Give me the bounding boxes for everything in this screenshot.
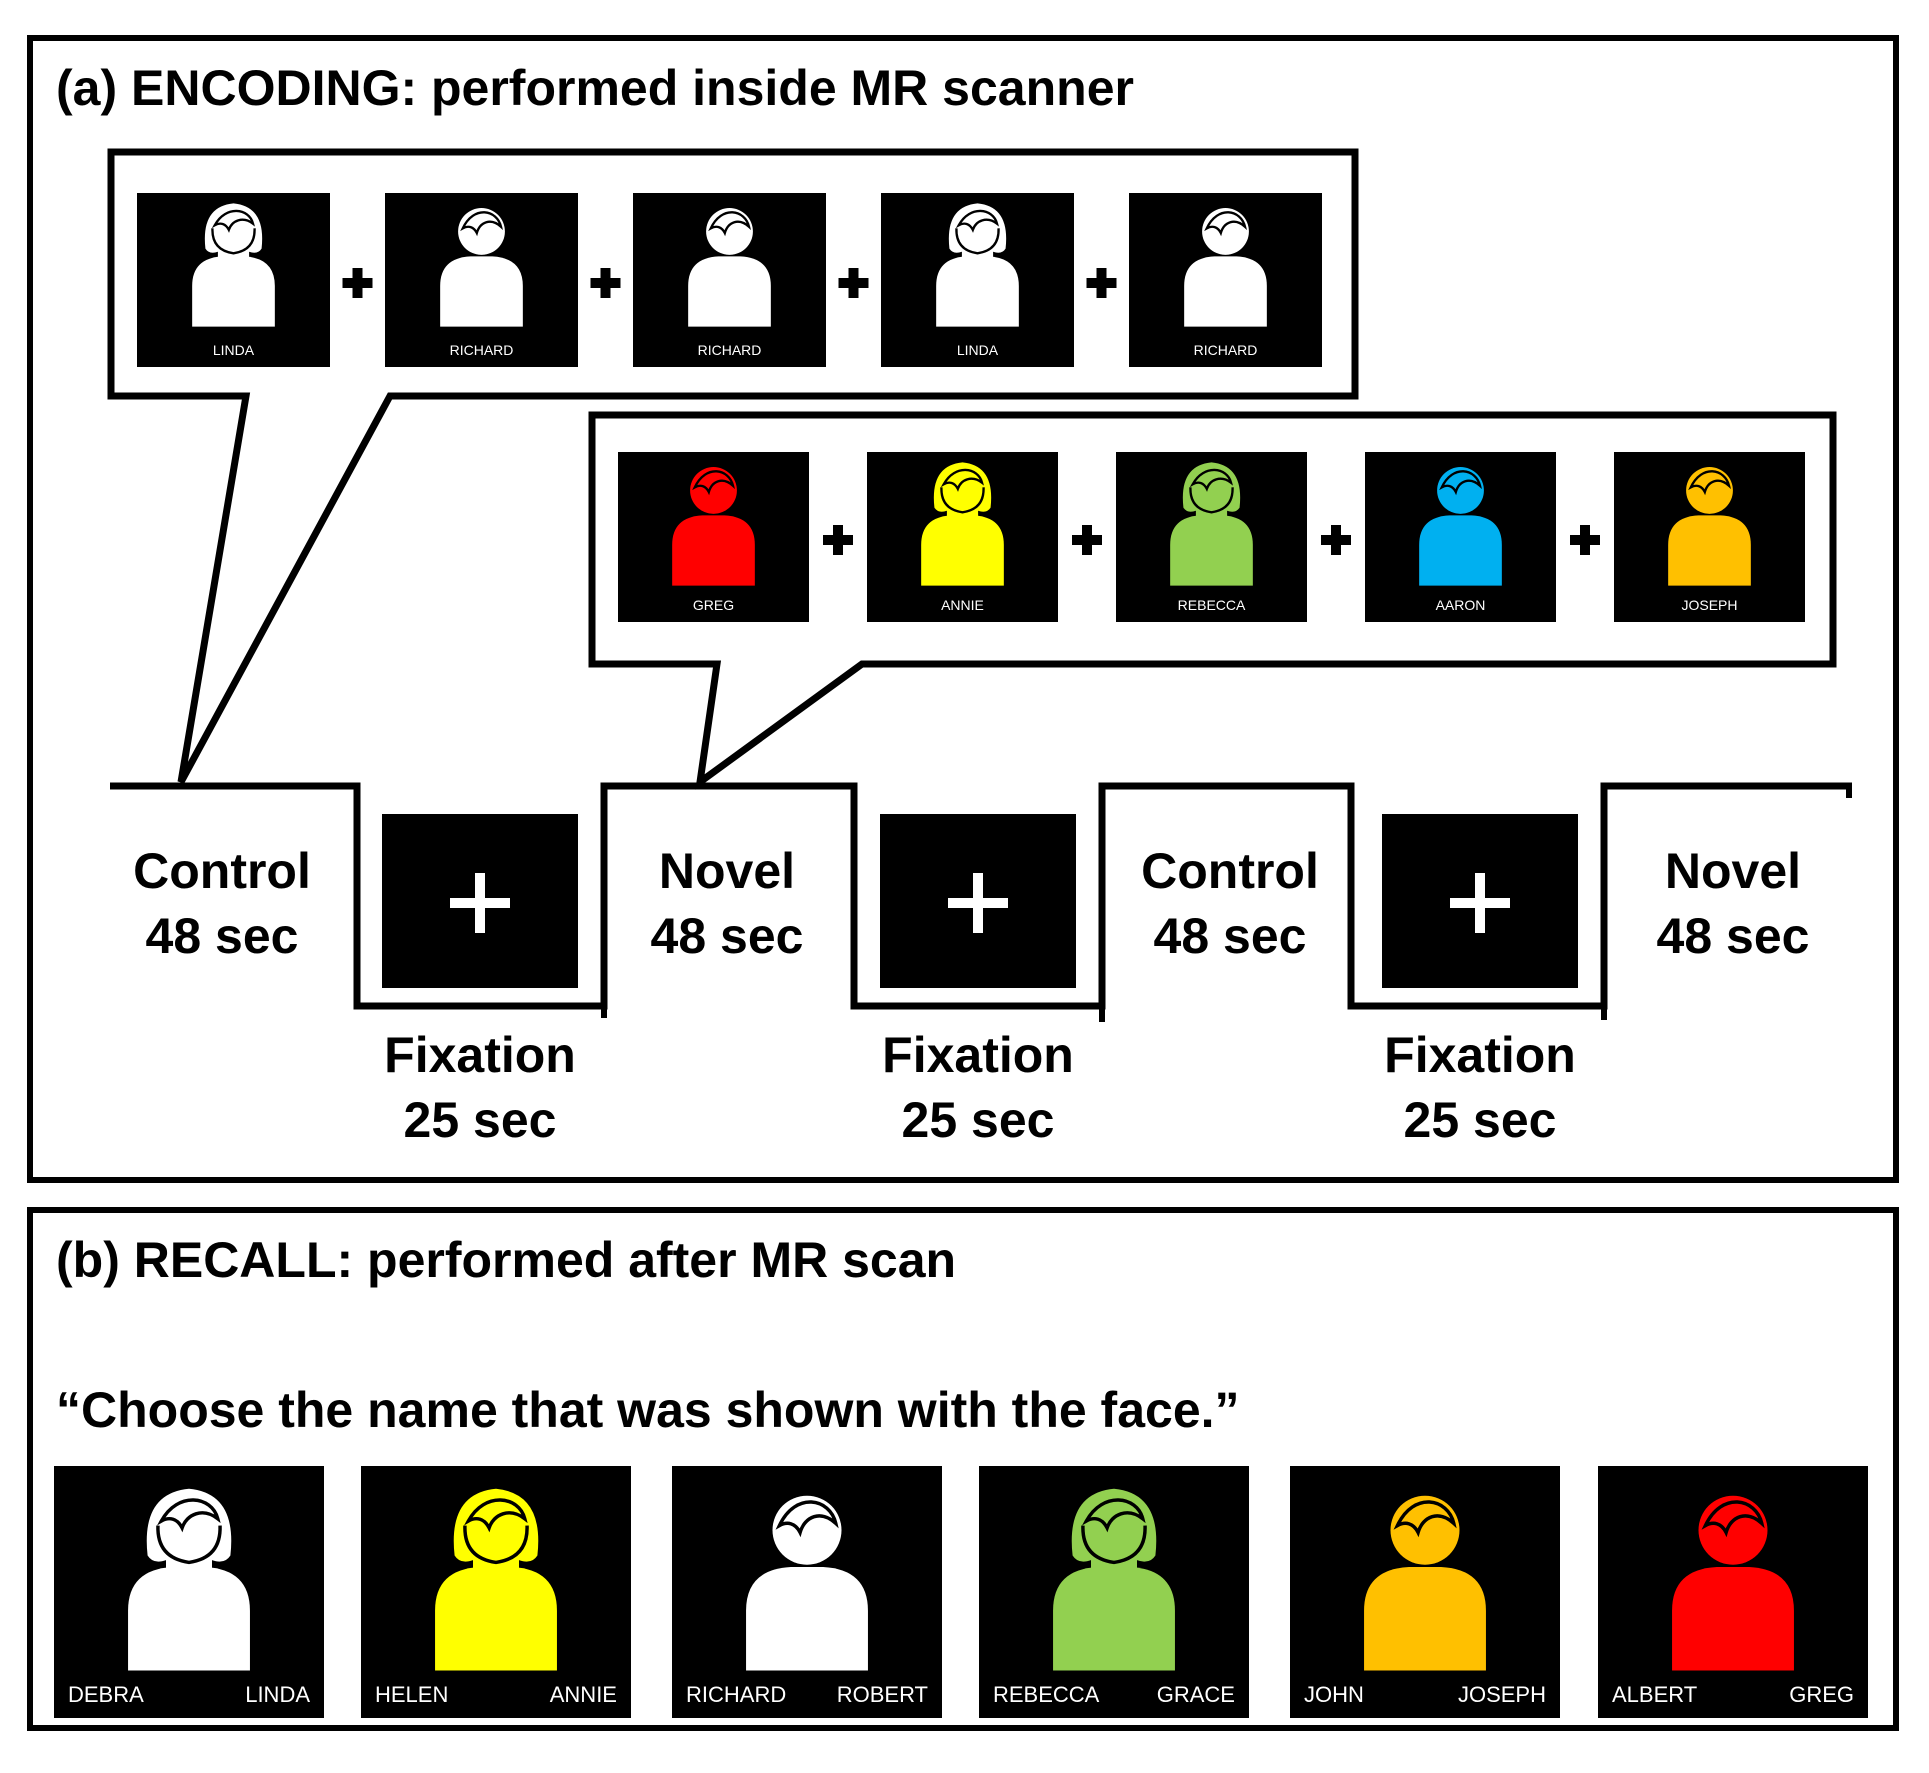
encoding-title: (a) ENCODING: performed inside MR scanne…	[56, 60, 1134, 116]
block-label: Control	[133, 843, 311, 899]
stimulus-name: REBECCA	[1178, 597, 1246, 613]
block-label: Novel	[1665, 843, 1801, 899]
stimulus-card: RICHARD	[633, 193, 826, 367]
plus-icon	[1570, 525, 1600, 555]
block-duration: 48 sec	[1154, 908, 1307, 964]
stimulus-card: GREG	[618, 452, 809, 622]
recall-card: ALBERT GREG	[1598, 1466, 1868, 1718]
block-duration: 48 sec	[146, 908, 299, 964]
name-option-left[interactable]: HELEN	[375, 1682, 448, 1707]
novel-sequence: GREG ANNIE REBECCA AARON JOSEPH	[618, 452, 1805, 622]
stimulus-name: RICHARD	[450, 342, 514, 358]
stimulus-card: RICHARD	[385, 193, 578, 367]
plus-icon	[1072, 525, 1102, 555]
plus-icon	[823, 525, 853, 555]
stimulus-card: REBECCA	[1116, 452, 1307, 622]
stimulus-name: JOSEPH	[1681, 597, 1737, 613]
block-duration: 25 sec	[404, 1092, 557, 1148]
stimulus-name: RICHARD	[698, 342, 762, 358]
block-duration: 25 sec	[902, 1092, 1055, 1148]
recall-card: JOHN JOSEPH	[1290, 1466, 1560, 1718]
name-option-left[interactable]: RICHARD	[686, 1682, 786, 1707]
stimulus-name: RICHARD	[1194, 342, 1258, 358]
plus-icon	[342, 268, 373, 298]
recall-instruction: “Choose the name that was shown with the…	[56, 1382, 1240, 1438]
fixation-cross-icon	[450, 873, 510, 933]
name-option-right[interactable]: JOSEPH	[1458, 1682, 1546, 1707]
fixation-cross-icon	[948, 873, 1008, 933]
block-timeline	[110, 782, 1852, 1010]
stimulus-card: LINDA	[137, 193, 330, 367]
recall-panel-frame	[27, 1207, 1899, 1731]
name-option-left[interactable]: REBECCA	[993, 1682, 1100, 1707]
block-label: Fixation	[1384, 1027, 1576, 1083]
block-label: Fixation	[384, 1027, 576, 1083]
stimulus-card: LINDA	[881, 193, 1074, 367]
stimulus-name: ANNIE	[941, 597, 984, 613]
recall-card: HELEN ANNIE	[361, 1466, 631, 1718]
block-label: Fixation	[882, 1027, 1074, 1083]
name-option-left[interactable]: JOHN	[1304, 1682, 1364, 1707]
fixation-screen	[382, 814, 578, 988]
stimulus-card: AARON	[1365, 452, 1556, 622]
plus-icon	[590, 268, 621, 298]
stimulus-name: LINDA	[213, 342, 255, 358]
recall-title: (b) RECALL: performed after MR scan	[56, 1232, 956, 1288]
plus-icon	[1086, 268, 1117, 298]
block-duration: 48 sec	[1657, 908, 1810, 964]
name-option-right[interactable]: GRACE	[1157, 1682, 1235, 1707]
stimulus-name: AARON	[1436, 597, 1486, 613]
recall-items: DEBRA LINDA HELEN ANNIE RICHARD ROBERT REBECCA…	[54, 1466, 1868, 1718]
name-option-left[interactable]: ALBERT	[1612, 1682, 1697, 1707]
stimulus-card: ANNIE	[867, 452, 1058, 622]
name-option-right[interactable]: ROBERT	[837, 1682, 928, 1707]
plus-icon	[1321, 525, 1351, 555]
recall-card: REBECCA GRACE	[979, 1466, 1249, 1718]
plus-icon	[838, 268, 869, 298]
block-duration: 25 sec	[1404, 1092, 1557, 1148]
fixation-screen	[880, 814, 1076, 988]
fixation-screen	[1382, 814, 1578, 988]
block-label: Novel	[659, 843, 795, 899]
fixation-cross-icon	[1450, 873, 1510, 933]
encoding-panel-frame	[27, 35, 1899, 1183]
name-option-right[interactable]: GREG	[1789, 1682, 1854, 1707]
recall-card: RICHARD ROBERT	[672, 1466, 942, 1718]
stimulus-card: JOSEPH	[1614, 452, 1805, 622]
block-label: Control	[1141, 843, 1319, 899]
stimulus-card: RICHARD	[1129, 193, 1322, 367]
block-duration: 48 sec	[651, 908, 804, 964]
stimulus-name: LINDA	[957, 342, 999, 358]
name-option-right[interactable]: LINDA	[245, 1682, 310, 1707]
control-sequence: LINDA RICHARD RICHARD LINDA RICHARD	[137, 193, 1322, 367]
recall-card: DEBRA LINDA	[54, 1466, 324, 1718]
name-option-left[interactable]: DEBRA	[68, 1682, 144, 1707]
name-option-right[interactable]: ANNIE	[550, 1682, 617, 1707]
stimulus-name: GREG	[693, 597, 734, 613]
